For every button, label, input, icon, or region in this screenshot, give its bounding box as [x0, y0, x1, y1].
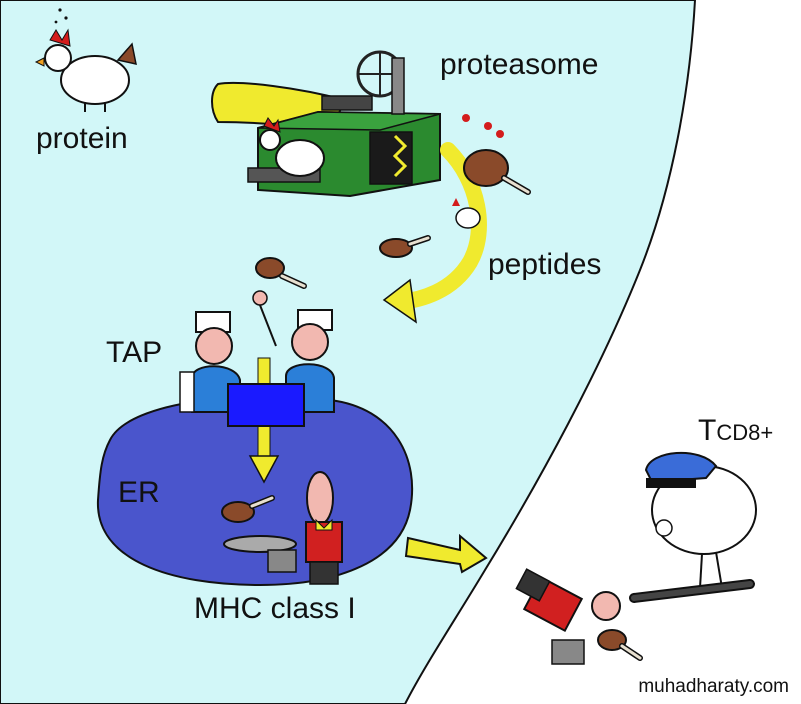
watermark: muhadharaty.com	[632, 674, 795, 700]
waiter-figure-icon	[223, 471, 343, 585]
baton-icon	[629, 579, 755, 603]
export-arrow	[404, 533, 488, 574]
tap-transporter	[227, 383, 305, 427]
tap-label: TAP	[106, 336, 163, 369]
t-cell-subscript: CD8+	[716, 420, 774, 445]
t-cell-label: TCD8+	[698, 416, 773, 446]
peptide-flow-arrowhead	[382, 278, 417, 324]
drumstick-icon	[255, 257, 307, 289]
proteasome-label: proteasome	[440, 48, 599, 81]
drumstick-icon	[597, 629, 643, 661]
tap-arrow-head	[248, 455, 280, 484]
chicken-icon	[34, 8, 137, 112]
drop	[496, 130, 504, 138]
butcher-figure-icon	[179, 311, 241, 413]
chicken-icon	[452, 198, 481, 229]
t-cell-letter: T	[698, 414, 717, 447]
drumstick-icon	[221, 495, 275, 523]
chicken-icon	[259, 117, 325, 177]
drumstick-icon	[463, 149, 531, 195]
waiter-figure-icon	[515, 568, 621, 665]
er-label: ER	[118, 476, 160, 509]
mhc-class-i-label: MHC class I	[194, 592, 356, 625]
drumstick-icon	[379, 235, 431, 258]
drop	[484, 122, 492, 130]
peptides-label: peptides	[488, 248, 602, 281]
protein-label: protein	[36, 122, 128, 155]
drop	[462, 114, 470, 122]
police-figure-icon	[644, 452, 757, 589]
